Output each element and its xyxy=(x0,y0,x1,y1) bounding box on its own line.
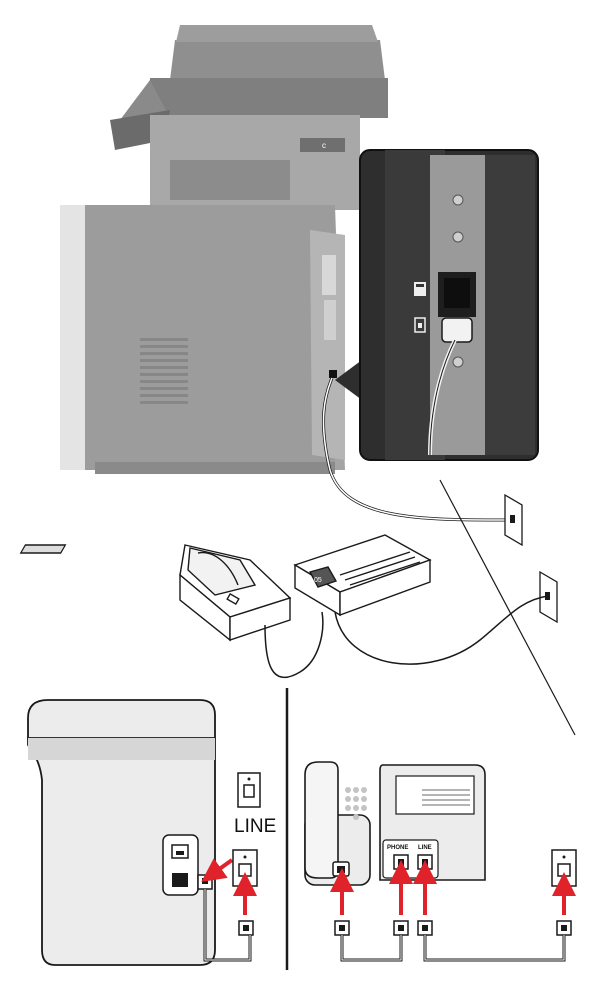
line-port-icon xyxy=(172,873,188,887)
screw-icon xyxy=(452,194,464,206)
line-wall-label-group: LINE xyxy=(234,772,276,837)
wall-jack-icon xyxy=(232,849,258,887)
line-jack-icon xyxy=(414,317,426,333)
svg-text:c: c xyxy=(322,141,326,150)
machine-to-wall-cord xyxy=(334,595,549,665)
rj11-plug-icon xyxy=(197,874,213,890)
phone-port-icon xyxy=(393,854,409,870)
phone-port-label: PHONE xyxy=(387,845,408,851)
telephone-illustration xyxy=(179,544,292,642)
answering-machine-icon: PHONE LINE xyxy=(379,764,486,881)
rj11-plug-icon xyxy=(238,920,254,936)
screw-icon xyxy=(452,356,464,368)
rj11-plug-icon xyxy=(417,920,433,936)
rj11-plug-icon xyxy=(393,920,409,936)
answering-machine-illustration: 05 xyxy=(19,534,432,617)
rj11-plug-icon xyxy=(334,920,350,936)
red-arrow-icon xyxy=(201,858,234,882)
wall-jack-icon xyxy=(504,493,523,547)
jack-closeup-inset xyxy=(335,149,539,461)
line-port-label: LINE xyxy=(418,845,432,851)
printer-illustration: c xyxy=(60,25,388,474)
line-wall-label: LINE xyxy=(234,816,276,837)
answering-machine-display: 05 xyxy=(314,577,322,584)
phone-machine-schematic-right: PHONE LINE xyxy=(304,761,577,962)
phone-port-icon xyxy=(171,844,189,859)
phone-cord xyxy=(264,611,324,679)
line-port-icon xyxy=(417,854,433,870)
telephone-icon xyxy=(304,761,371,886)
wall-edge-line xyxy=(439,479,576,736)
vent-grille xyxy=(140,338,188,404)
rj11-plug-icon xyxy=(556,920,572,936)
wall-jack-icon xyxy=(551,849,577,887)
screw-icon xyxy=(452,231,464,243)
phone-jack-icon xyxy=(414,282,426,296)
printer-schematic-left: LINE xyxy=(27,699,276,966)
